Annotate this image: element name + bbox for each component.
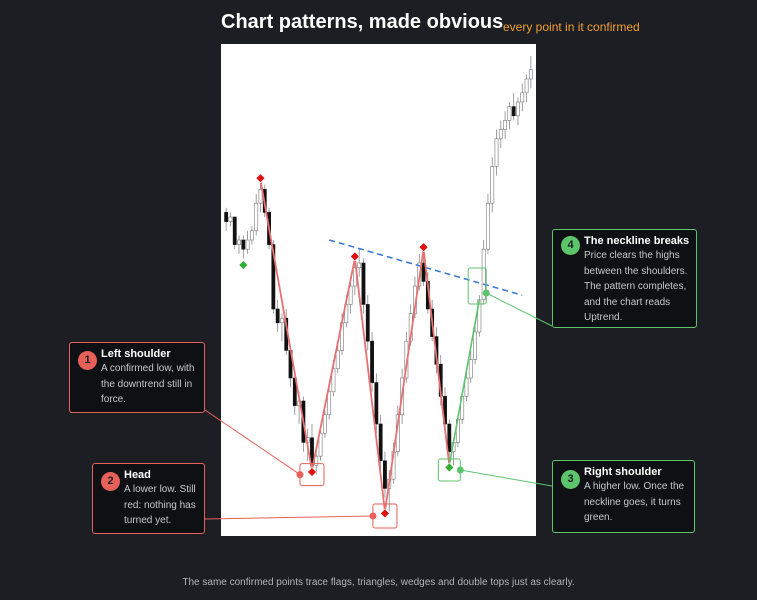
candle-up [318, 432, 323, 457]
candle-down [232, 216, 237, 245]
candle-up [237, 239, 241, 245]
candle-up [524, 78, 529, 94]
footer-note: The same confirmed points trace flags, t… [182, 577, 575, 588]
connector-dot [296, 471, 304, 479]
pivot-marker [255, 173, 266, 184]
candle-up [486, 202, 490, 250]
pivot-marker [307, 467, 317, 477]
candle-down [383, 460, 387, 489]
pivot-marker [238, 260, 249, 270]
callout-body: A lower low. Still red: nothing has turn… [124, 484, 196, 526]
pivot-marker [444, 462, 455, 473]
candle-up [477, 299, 482, 333]
connector-line [485, 292, 553, 327]
callout-title: The neckline breaks [584, 235, 690, 247]
candle-down [224, 212, 229, 222]
callout-number-badge: 3 [561, 470, 580, 489]
candle-up [245, 239, 250, 250]
candle-up [322, 414, 327, 434]
candle-up [357, 262, 362, 268]
candle-down [361, 262, 366, 305]
candle-up [507, 106, 512, 121]
chart-panel [221, 44, 536, 536]
candle-up [516, 101, 520, 117]
candle-up [254, 202, 259, 232]
candle-up [494, 138, 499, 167]
candle-up [528, 69, 533, 80]
connector-dot [369, 512, 377, 520]
connector-line [460, 469, 553, 487]
candle-up [490, 166, 495, 204]
candle-up [503, 120, 508, 130]
candlestick-chart [224, 56, 533, 519]
connector-dot [482, 289, 490, 297]
candle-down [271, 244, 276, 310]
pivot-marker [349, 251, 360, 262]
callout-right-shoulder: 3 Right shoulder A higher low. Once the … [552, 460, 695, 533]
candle-up [498, 129, 503, 140]
callout-body: A higher low. Once the neckline goes, it… [584, 481, 685, 523]
callout-body: A confirmed low, with the downtrend stil… [101, 363, 195, 405]
candle-up [335, 350, 340, 370]
candle-down [370, 340, 374, 383]
connector-dot [456, 466, 464, 474]
page-subtitle: every point in it confirmed [503, 20, 640, 34]
candle-up [280, 317, 284, 324]
callout-body: Price clears the highs between the shoul… [584, 250, 688, 323]
pivot-marker [418, 242, 429, 253]
callout-title: Right shoulder [584, 466, 662, 478]
candle-up [520, 92, 525, 103]
candle-down [421, 262, 426, 282]
candle-down [511, 106, 516, 117]
candle-down [378, 423, 383, 462]
callout-left-shoulder: 1 Left shoulder A confirmed low, with th… [69, 342, 205, 413]
callout-number-badge: 1 [78, 351, 97, 370]
callout-number-badge: 4 [561, 236, 580, 255]
candle-up [473, 331, 477, 360]
connector-line [204, 409, 301, 476]
candle-up [249, 230, 254, 241]
candle-up [481, 248, 486, 301]
page-title: Chart patterns, made obvious [221, 11, 504, 33]
candle-down [447, 423, 452, 452]
breakout-leg [448, 299, 481, 466]
candle-down [365, 304, 370, 342]
candle-up [468, 359, 473, 379]
callout-title: Head [124, 469, 151, 481]
callout-number-badge: 2 [101, 472, 120, 491]
candle-up [464, 377, 469, 397]
pivot-zigzag [259, 180, 451, 513]
candle-up [331, 368, 336, 393]
callout-neckline-break: 4 The neckline breaks Price clears the h… [552, 229, 697, 328]
candle-up [258, 189, 263, 204]
connector-line [204, 515, 373, 520]
candle-up [327, 391, 332, 416]
candle-down [241, 239, 246, 250]
candle-up [348, 285, 353, 305]
candle-up [228, 216, 233, 222]
highlight-neckline-break [467, 267, 487, 305]
candle-down [275, 308, 280, 324]
candle-down [374, 382, 379, 425]
pivot-marker [380, 508, 390, 519]
callout-title: Left shoulder [101, 348, 171, 360]
highlight-head [372, 503, 398, 529]
highlight-left-shoulder [299, 463, 325, 487]
callout-head: 2 Head A lower low. Still red: nothing h… [92, 463, 205, 534]
